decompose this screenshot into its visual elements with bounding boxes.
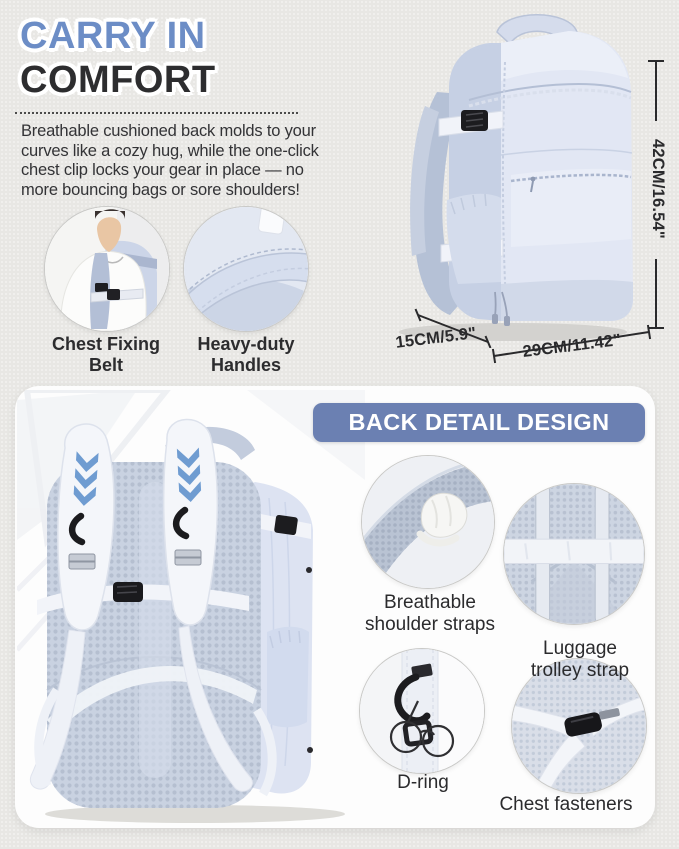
backpack-back-photo	[17, 390, 365, 826]
feature-label-trolley-strap: Luggage trolley strap	[530, 638, 630, 681]
handle-closeup-photo	[183, 206, 309, 332]
back-detail-card: BACK DETAIL DESIGN	[15, 386, 655, 828]
feature-label-shoulder-straps: Breathable shoulder straps	[365, 592, 495, 635]
backpack-front-illustration	[399, 14, 633, 341]
dotted-divider	[15, 112, 298, 114]
backpack-back-illustration	[17, 390, 365, 823]
feature-label-d-ring: D-ring	[397, 772, 449, 793]
shoulder-strap-photo	[361, 455, 495, 589]
height-dimension-line	[648, 60, 664, 329]
backpack-front-photo	[381, 2, 645, 344]
chest-fastener-photo	[511, 658, 647, 794]
heading-line-1: CARRY IN	[20, 15, 206, 57]
paragraph-line: Breathable cushioned back molds to your	[21, 122, 316, 140]
callout-label-chest-fixing-belt: Chest Fixing Belt	[51, 334, 160, 375]
chest-buckle-illustration	[512, 659, 646, 793]
heading-line-2: COMFORT	[20, 59, 216, 101]
handle-closeup-illustration	[184, 207, 308, 331]
trolley-strap-photo	[503, 483, 645, 625]
d-ring-glasses-illustration	[360, 649, 484, 773]
paragraph-line: chest clip locks your gear in place — no	[21, 161, 304, 179]
callout-label-heavy-duty-handles: Heavy-duty Handles	[197, 334, 295, 375]
page-title: CARRY IN COMFORT	[20, 14, 216, 102]
chevron-decals-right	[176, 447, 202, 502]
height-dimension-label: 42CM/16.54"	[649, 139, 667, 239]
width-dimension-line	[491, 324, 652, 364]
chest-belt-photo	[44, 206, 170, 332]
paragraph-line: curves like a cozy hug, while the one-cl…	[21, 141, 319, 160]
section-banner: BACK DETAIL DESIGN	[313, 403, 645, 442]
strap-slider-buckles	[68, 549, 202, 570]
d-ring-photo	[359, 648, 485, 774]
paragraph-line: more bouncing bags or sore shoulders!	[21, 180, 300, 199]
mesh-strap-hand-illustration	[362, 456, 494, 588]
depth-dimension-line	[414, 308, 492, 348]
strap-d-rings	[68, 506, 190, 546]
trolley-strap-illustration	[504, 484, 644, 624]
intro-paragraph: Breathable cushioned back molds to your …	[21, 122, 319, 200]
chevron-decals-left	[73, 451, 99, 506]
feature-label-chest-fasteners: Chest fasteners	[499, 794, 633, 815]
person-wearing-backpack-illustration	[45, 207, 169, 331]
